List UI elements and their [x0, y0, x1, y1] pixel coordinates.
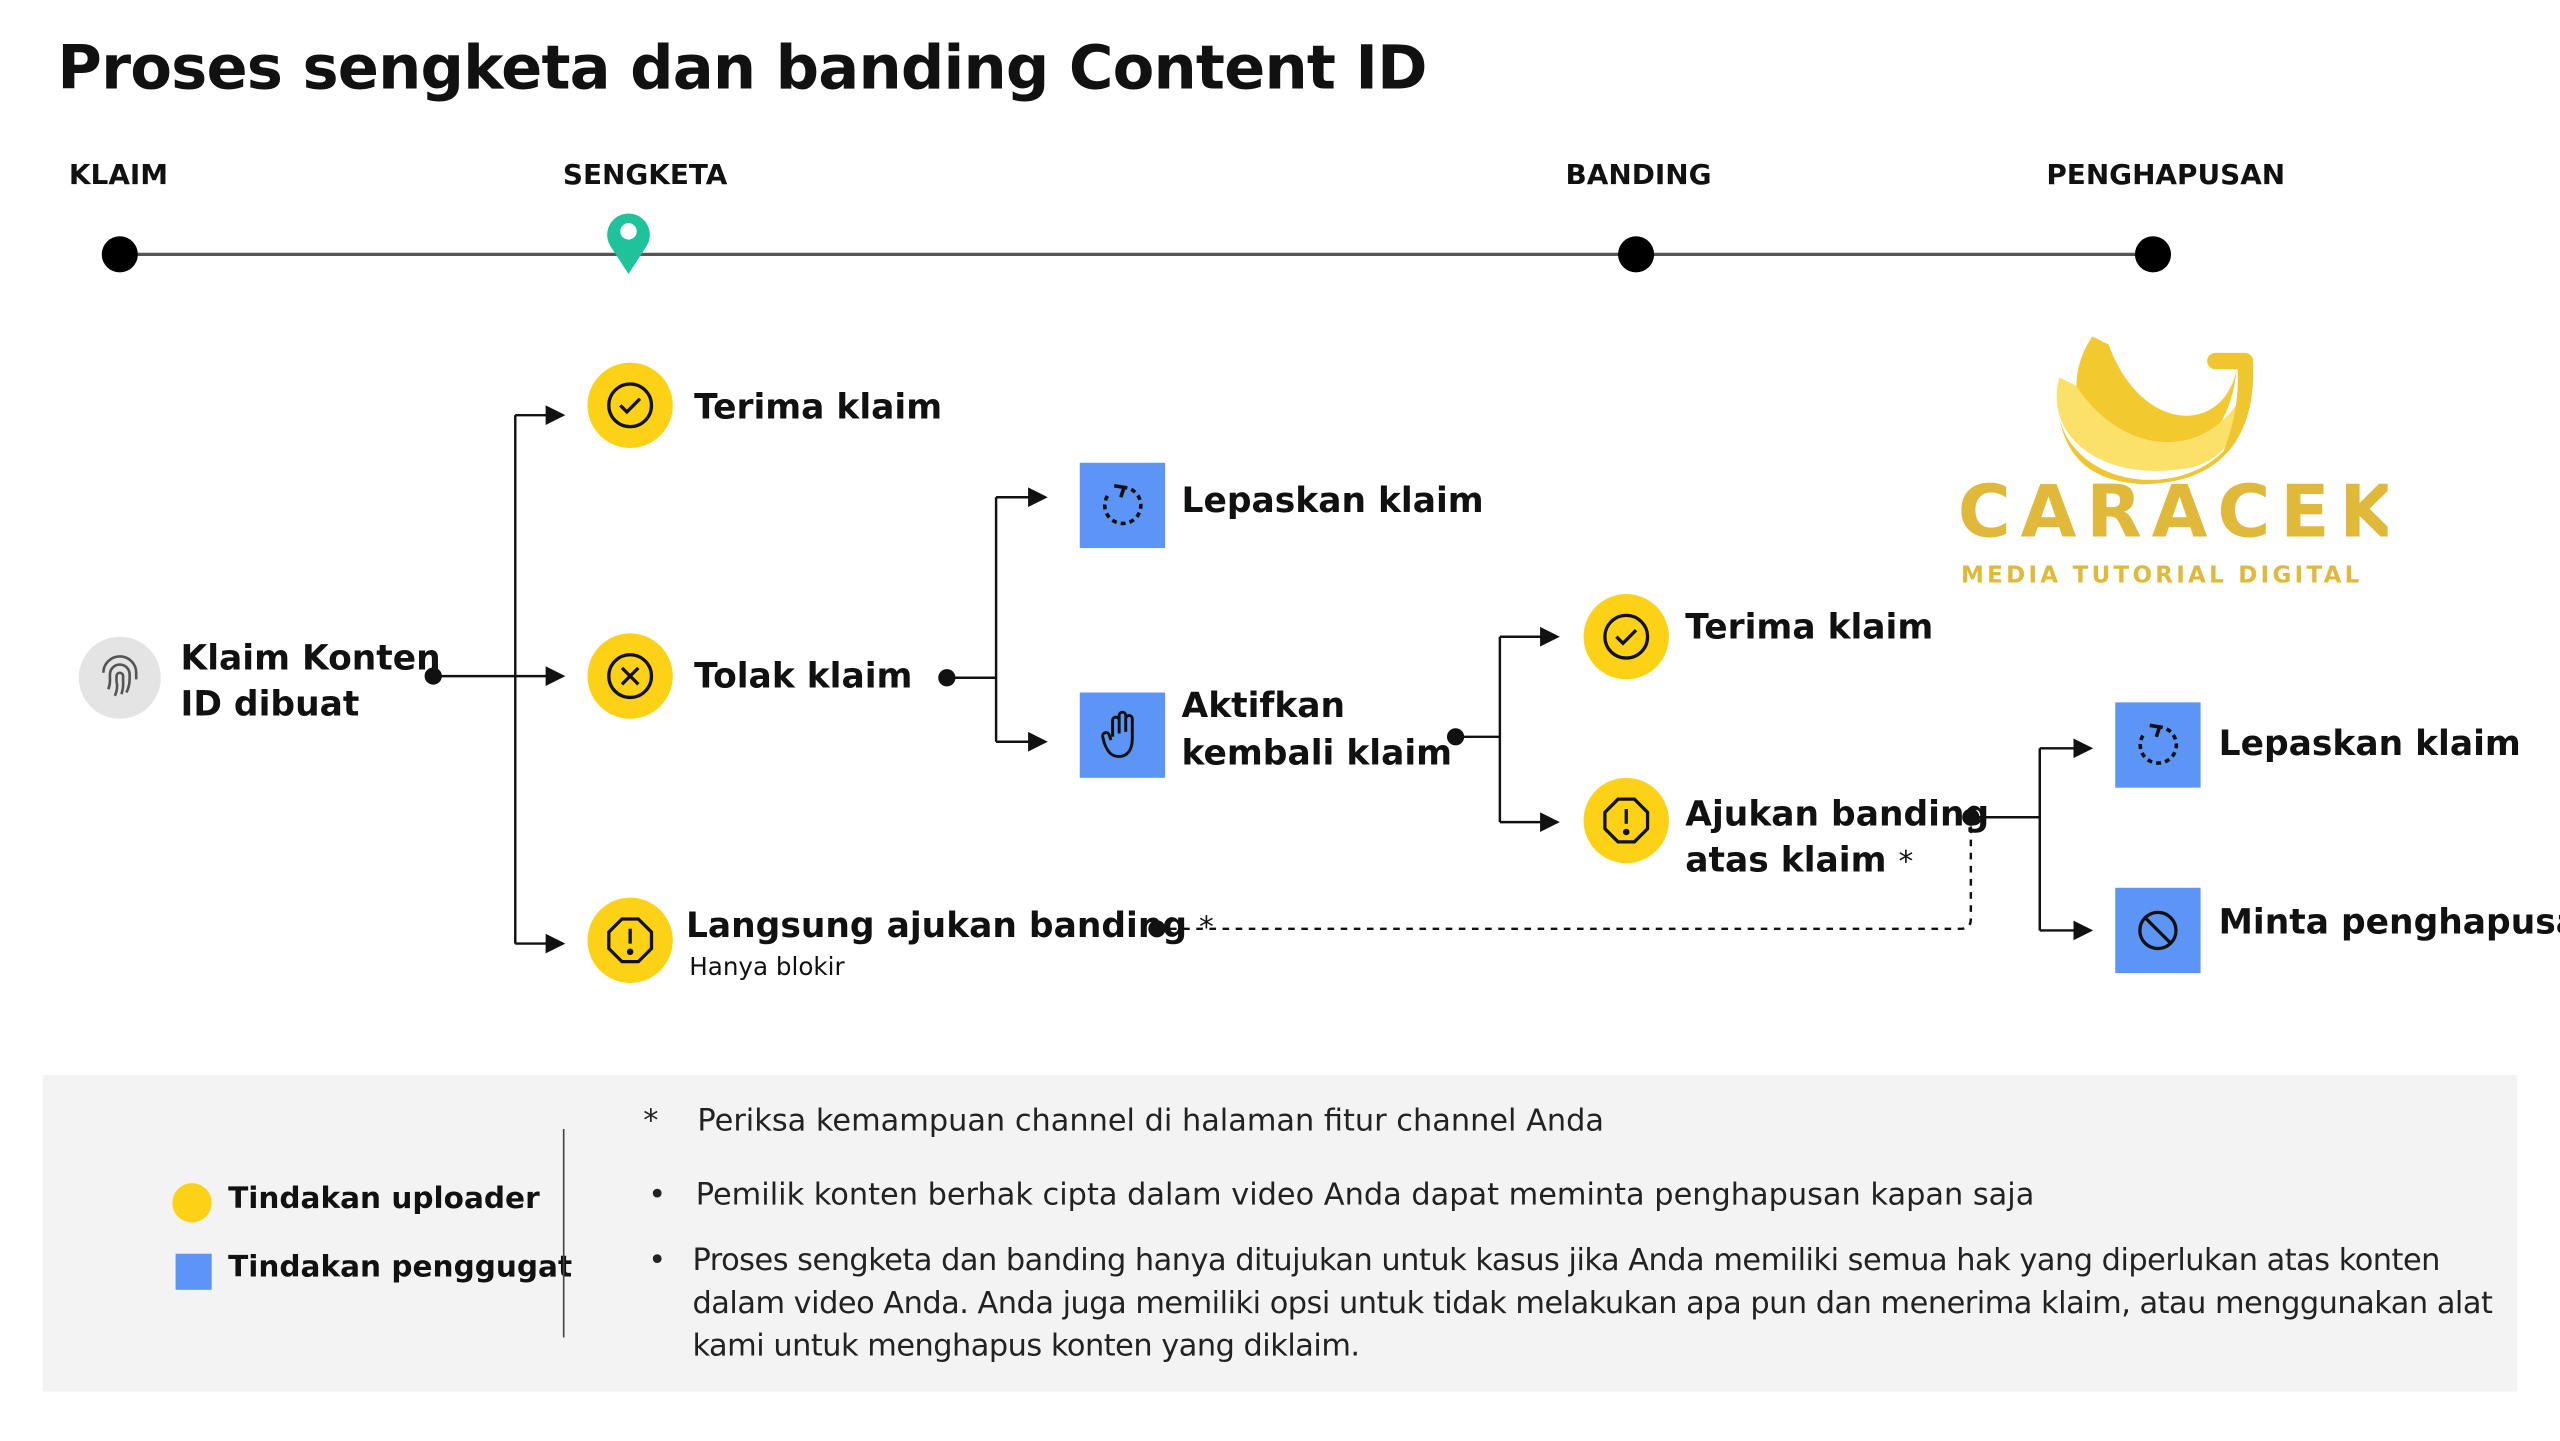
page-title: Proses sengketa dan banding Content ID: [57, 32, 1427, 104]
phase-klaim: KLAIM: [68, 159, 169, 192]
node-direct-appeal: Langsung ajukan banding *: [686, 903, 1214, 952]
x-circle-icon: [587, 633, 673, 719]
node-reinstate-line2: kembali klaim: [1181, 733, 1453, 773]
block-icon: [2115, 887, 2201, 974]
phase-penghapusan: PENGHAPUSAN: [2046, 159, 2286, 192]
node-start-line2: ID dibuat: [180, 684, 360, 724]
claimant-swatch: [175, 1253, 212, 1290]
legend-claimant: Tindakan penggugat: [228, 1250, 573, 1285]
node-appeal-line2: atas klaim *: [1685, 837, 1913, 886]
check-circle-icon: [1583, 594, 1669, 680]
node-accept2: Terima klaim: [1685, 607, 1934, 647]
asterisk: *: [1199, 910, 1214, 946]
phase-sengketa: SENGKETA: [562, 159, 728, 192]
legend-panel: [42, 1074, 2518, 1392]
node-appeal-line1: Ajukan banding: [1685, 794, 1990, 834]
node-accept1: Terima klaim: [694, 387, 943, 427]
logo-brand: CARACEK: [1958, 471, 2388, 555]
alert-icon: [1583, 777, 1669, 864]
location-pin-icon: [607, 213, 650, 275]
note-2: Pemilik konten berhak cipta dalam video …: [695, 1178, 2035, 1213]
node-release2: Lepaskan klaim: [2218, 723, 2521, 764]
timeline-dot: [2134, 236, 2172, 273]
node-takedown: Minta penghapusan: [2218, 902, 2560, 942]
node-release1: Lepaskan klaim: [1181, 480, 1484, 521]
uploader-swatch: [172, 1183, 212, 1223]
node-appeal-line2-text: atas klaim: [1685, 840, 1887, 880]
note-1: Periksa kemampuan channel di halaman fit…: [697, 1104, 1604, 1139]
node-reinstate-line1: Aktifkan: [1181, 685, 1346, 726]
note-bullet: •: [648, 1178, 667, 1213]
fingerprint-icon: [78, 636, 161, 719]
node-start-line1: Klaim Konten: [180, 638, 441, 678]
alert-icon: [587, 897, 673, 983]
node-direct-appeal-label: Langsung ajukan banding: [685, 905, 1188, 946]
node-reject: Tolak klaim: [694, 656, 913, 696]
phase-banding: BANDING: [1565, 159, 1712, 192]
legend-uploader: Tindakan uploader: [228, 1181, 540, 1216]
refresh-icon: [2115, 702, 2201, 788]
note-bullet: •: [648, 1243, 667, 1279]
refresh-icon: [1079, 462, 1166, 549]
timeline-dot: [101, 236, 138, 273]
note-bullet: *: [643, 1104, 659, 1139]
timeline-dot: [1618, 236, 1655, 273]
check-circle-icon: [587, 362, 673, 448]
asterisk: *: [1898, 845, 1914, 880]
logo-tagline: MEDIA TUTORIAL DIGITAL: [1961, 563, 2363, 589]
legend-divider: [562, 1129, 565, 1338]
caracek-logo: CARACEK MEDIA TUTORIAL DIGITAL: [1958, 336, 2388, 589]
hand-icon: [1079, 692, 1166, 778]
node-direct-appeal-sub: Hanya blokir: [689, 951, 845, 982]
note-3: Proses sengketa dan banding hanya dituju…: [692, 1243, 2493, 1364]
